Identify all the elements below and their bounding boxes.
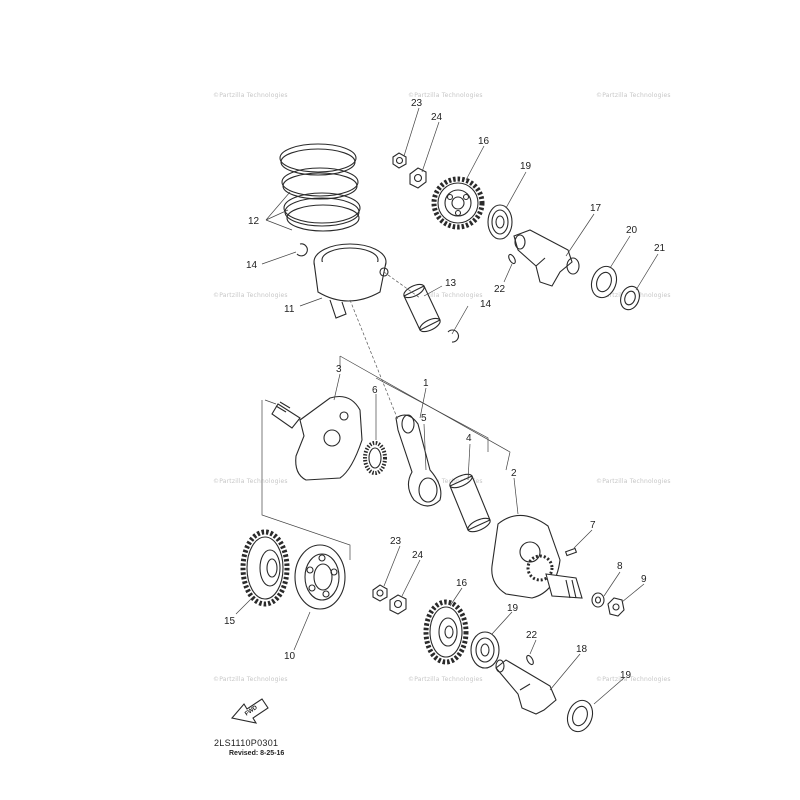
connecting-rod-5 xyxy=(395,414,442,507)
nut-9 xyxy=(607,597,625,617)
callout-19: 19 xyxy=(520,161,532,172)
watermark: ©Partzilla Technologies xyxy=(596,92,671,99)
callout-15: 15 xyxy=(224,616,236,627)
callout-22: 22 xyxy=(526,630,538,641)
bearing-19-right xyxy=(566,699,594,733)
callout-16: 16 xyxy=(456,578,468,589)
callout-17: 17 xyxy=(590,203,602,214)
key-22-upper xyxy=(508,253,516,265)
callout-21: 21 xyxy=(654,243,666,254)
watermark: ©Partzilla Technologies xyxy=(408,478,483,485)
bearing-19-lower xyxy=(470,631,500,669)
bearing-20 xyxy=(590,265,618,299)
piston-11 xyxy=(313,243,389,319)
leader-lines xyxy=(235,107,659,705)
callout-13: 13 xyxy=(445,278,457,289)
callout-6: 6 xyxy=(372,385,378,396)
watermark: ©Partzilla Technologies xyxy=(213,92,288,99)
balancer-shaft-17 xyxy=(513,229,580,287)
circlip-14-left xyxy=(296,243,308,257)
revision-date: Revised: 8-25-16 xyxy=(229,750,285,757)
group-bracket-tick xyxy=(264,399,277,405)
callout-4: 4 xyxy=(466,433,472,444)
callout-2: 2 xyxy=(511,468,517,479)
group-bracket-upper xyxy=(339,355,511,471)
callout-24: 24 xyxy=(412,550,424,561)
callout-10: 10 xyxy=(284,651,296,662)
gear-16-upper xyxy=(431,176,485,230)
key-22-lower xyxy=(526,654,534,666)
callout-9: 9 xyxy=(641,574,647,585)
callout-19: 19 xyxy=(620,670,632,681)
callout-16: 16 xyxy=(478,136,490,147)
watermark: ©Partzilla Technologies xyxy=(408,676,483,683)
callout-23: 23 xyxy=(390,536,402,547)
needle-bearing-6 xyxy=(363,441,387,475)
seal-21 xyxy=(620,285,640,311)
callout-7: 7 xyxy=(590,520,596,531)
washer-8 xyxy=(591,592,605,608)
callout-19: 19 xyxy=(507,603,519,614)
watermark: ©Partzilla Technologies xyxy=(596,676,671,683)
circlip-14-right xyxy=(447,329,459,343)
pin-alignment-line xyxy=(383,271,421,299)
washer-24-lower xyxy=(389,594,407,615)
callout-5: 5 xyxy=(421,413,427,424)
watermark: ©Partzilla Technologies xyxy=(213,292,288,299)
crank-web-3 xyxy=(271,395,363,481)
callout-8: 8 xyxy=(617,561,623,572)
callout-14: 14 xyxy=(246,260,258,271)
callout-18: 18 xyxy=(576,644,588,655)
nut-23-lower xyxy=(372,584,388,602)
piston-rings-12 xyxy=(279,143,361,232)
bearing-19-upper xyxy=(487,204,513,240)
watermark: ©Partzilla Technologies xyxy=(213,676,288,683)
bearing-10 xyxy=(294,544,346,610)
fwd-arrow-icon: FWD xyxy=(230,698,269,724)
piston-pin-13 xyxy=(403,283,441,333)
crank-web-2 xyxy=(491,514,583,599)
callout-20: 20 xyxy=(626,225,638,236)
callout-14: 14 xyxy=(480,299,492,310)
group-bracket-lower xyxy=(261,400,351,560)
callout-12: 12 xyxy=(248,216,260,227)
washer-24-upper xyxy=(409,167,427,189)
callout-11: 11 xyxy=(284,304,295,315)
key-7 xyxy=(564,547,578,557)
callout-3: 3 xyxy=(336,364,342,375)
drawing-code: 2LS1110P0301 xyxy=(214,738,279,748)
gear-16-lower xyxy=(423,599,469,665)
crank-pin-4 xyxy=(449,473,491,533)
watermark: ©Partzilla Technologies xyxy=(408,92,483,99)
balancer-shaft-18 xyxy=(495,659,557,715)
callout-24: 24 xyxy=(431,112,443,123)
piston-to-rod-line xyxy=(349,299,399,421)
watermark: ©Partzilla Technologies xyxy=(596,478,671,485)
callout-23: 23 xyxy=(411,98,423,109)
gear-15 xyxy=(240,529,290,607)
watermark: ©Partzilla Technologies xyxy=(408,292,483,299)
callout-1: 1 xyxy=(423,378,429,389)
callout-22: 22 xyxy=(494,284,506,295)
nut-23-upper xyxy=(392,152,407,169)
group-bracket-inner xyxy=(375,377,489,452)
watermark: ©Partzilla Technologies xyxy=(213,478,288,485)
